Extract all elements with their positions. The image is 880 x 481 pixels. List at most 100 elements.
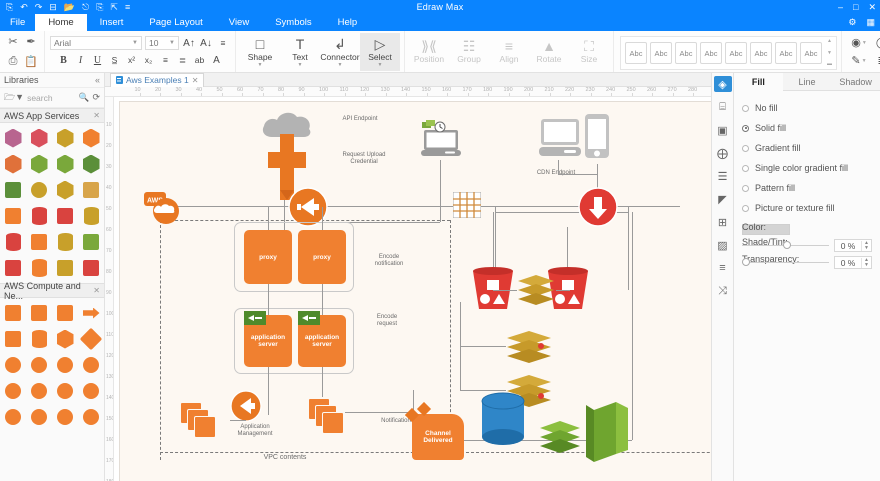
shape-item[interactable] (52, 352, 78, 378)
connector-tool-button[interactable]: ↲ Connector ▼ (320, 35, 360, 68)
superscript-button[interactable]: x² (127, 55, 136, 65)
style-swatch[interactable]: Abc (675, 42, 697, 64)
fill-icon[interactable]: ◈ (713, 76, 732, 92)
shape-item[interactable] (26, 125, 52, 151)
style-swatch[interactable]: Abc (625, 42, 647, 64)
style-swatch[interactable]: Abc (650, 42, 672, 64)
tab-line[interactable]: Line (798, 76, 816, 87)
line-style-button[interactable]: ≣▼ (877, 54, 880, 67)
shape-item[interactable] (52, 125, 78, 151)
shape-item[interactable] (26, 352, 52, 378)
notification-stack-icon[interactable] (308, 398, 364, 444)
style-gallery[interactable]: Abc Abc Abc Abc Abc Abc Abc Abc ▲ ▼ ▬ (620, 36, 837, 70)
fill-option-no-fill[interactable]: No fill (742, 98, 880, 118)
shape-item[interactable] (26, 404, 52, 430)
format-painter-icon[interactable]: ✒ (26, 36, 36, 48)
fill-option-single-color-gradient-fill[interactable]: Single color gradient fill (742, 158, 880, 178)
account-grid-icon[interactable]: ▦ (866, 17, 875, 27)
menu-tab-help[interactable]: Help (337, 17, 358, 28)
text-tool-button[interactable]: T Text ▼ (292, 35, 308, 68)
shape-item[interactable] (26, 378, 52, 404)
menu-tab-view[interactable]: View (228, 17, 250, 28)
shape-item[interactable] (0, 229, 26, 255)
shape-item[interactable] (78, 177, 104, 203)
shrink-font-button[interactable]: A↓ (200, 37, 212, 49)
maximize-button[interactable]: □ (853, 1, 859, 12)
shape-item[interactable] (0, 125, 26, 151)
bold-button[interactable]: B (60, 54, 67, 66)
router-node-icon[interactable] (288, 187, 328, 230)
redo-icon[interactable]: ↷ (34, 1, 43, 12)
app-stack-icon[interactable] (180, 402, 236, 448)
select-tool-button[interactable]: ▷ Select ▼ (360, 32, 400, 71)
cdn-desktop-icon[interactable] (538, 117, 582, 164)
shape-item[interactable] (52, 378, 78, 404)
menu-tab-symbols[interactable]: Symbols (275, 17, 312, 28)
close-button[interactable]: ✕ (868, 1, 876, 12)
app-logo-icon[interactable]: ⎘ (6, 1, 14, 12)
open-library-icon[interactable]: 🗁▼ (4, 91, 25, 102)
shape-item[interactable] (78, 378, 104, 404)
shape-item[interactable] (78, 125, 104, 151)
menu-tab-insert[interactable]: Insert (99, 17, 124, 28)
shape-item[interactable] (0, 300, 26, 326)
shape-tool-button[interactable]: □ Shape ▼ (247, 35, 273, 68)
shape-item[interactable] (52, 300, 78, 326)
font-family-select[interactable]: Arial ▼ (50, 36, 142, 50)
aws-cloud-badge-icon[interactable]: AWS (144, 192, 182, 229)
save-icon[interactable]: ⎋ (82, 1, 90, 12)
save-new-icon[interactable]: ⊟ (49, 1, 57, 12)
cloudfront-node-icon[interactable] (578, 187, 618, 230)
shape-item[interactable] (52, 404, 78, 430)
queue-stack-icon-1[interactable] (505, 330, 553, 369)
table-icon[interactable]: ⊞ (717, 216, 728, 229)
shape-item[interactable] (26, 255, 52, 281)
fill-option-solid-fill[interactable]: Solid fill (742, 118, 880, 138)
layers-icon[interactable]: ⨁ (717, 147, 728, 160)
shape-item[interactable] (52, 203, 78, 229)
shuffle-icon[interactable]: ⤨ (718, 284, 727, 297)
search-icon[interactable]: 🔍 (78, 92, 90, 102)
paste-icon[interactable]: 📋 (24, 56, 38, 68)
stepper-down-icon[interactable]: ▼ (864, 261, 869, 268)
color-swatch-button[interactable] (742, 224, 790, 235)
shape-item[interactable] (78, 151, 104, 177)
stepper-down-icon[interactable]: ▼ (864, 244, 869, 251)
font-size-select[interactable]: 10 ▼ (145, 36, 179, 50)
shape-item[interactable] (0, 177, 26, 203)
proxy-node-2[interactable]: proxy (298, 230, 346, 284)
client-device-icon[interactable] (420, 120, 462, 163)
shape-item[interactable] (26, 300, 52, 326)
tab-shadow[interactable]: Shadow (839, 76, 872, 87)
strikethrough-button[interactable]: S̲ (111, 55, 118, 65)
grow-font-button[interactable]: A↑ (183, 37, 195, 49)
close-icon[interactable]: ✕ (93, 286, 100, 295)
open-icon[interactable]: 📂 (63, 1, 76, 12)
shape-item[interactable] (0, 151, 26, 177)
fill-option-gradient-fill[interactable]: Gradient fill (742, 138, 880, 158)
underline-button[interactable]: U (93, 54, 102, 66)
server-rack-icon[interactable] (452, 191, 482, 221)
chart-icon[interactable]: ◤ (718, 193, 727, 206)
fill-option-pattern-fill[interactable]: Pattern fill (742, 178, 880, 198)
shape-item[interactable] (78, 255, 104, 281)
shape-item[interactable] (78, 352, 104, 378)
shape-item[interactable] (26, 229, 52, 255)
transcoder-icon[interactable] (516, 274, 556, 311)
symbol-icon[interactable]: ▨ (717, 239, 728, 252)
slider-handle[interactable] (742, 258, 750, 266)
shape-item[interactable] (52, 177, 78, 203)
shape-item[interactable] (52, 255, 78, 281)
search-input[interactable]: search 🔍 (27, 92, 89, 103)
cdn-phone-icon[interactable] (584, 114, 610, 165)
fill-option-picture-or-texture-fill[interactable]: Picture or texture fill (742, 198, 880, 218)
numbered-list-button[interactable]: ≡ (163, 55, 168, 65)
style-swatch[interactable]: Abc (700, 42, 722, 64)
shape-item[interactable] (78, 300, 104, 326)
scroll-up-icon[interactable]: ▲ (827, 38, 832, 44)
pen-button[interactable]: ✎▼ (851, 54, 866, 67)
style-swatch[interactable]: Abc (725, 42, 747, 64)
style-swatch[interactable]: Abc (775, 42, 797, 64)
